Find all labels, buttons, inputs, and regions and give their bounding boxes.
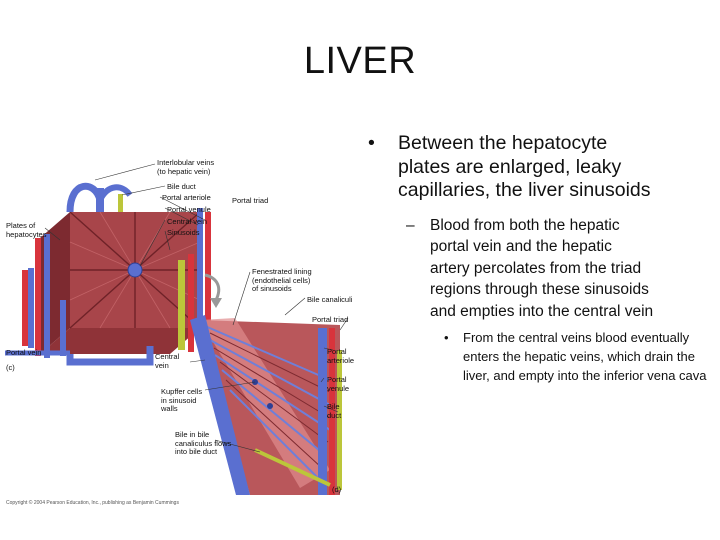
bullet-list: • Between the hepatocyte plates are enla… bbox=[368, 132, 718, 385]
label-interlobular-veins: Interlobular veins bbox=[157, 158, 215, 167]
label-portal-triad-d: Portal triad bbox=[312, 315, 349, 324]
label-portal-arteriole-d: Portal bbox=[327, 347, 347, 356]
liver-lobule-figure: Interlobular veins (to hepatic vein) Bil… bbox=[0, 150, 370, 512]
bullet-level-1: • Between the hepatocyte plates are enla… bbox=[368, 132, 718, 203]
label-fenestrated-lining: Fenestrated lining bbox=[252, 267, 312, 276]
label-portal-venule: Portal venule bbox=[167, 205, 211, 214]
label-bile-duct-d: Bile bbox=[327, 402, 340, 411]
label-kupffer-cells-sub2: walls bbox=[161, 404, 178, 413]
label-portal-arteriole-d-sub: arteriole bbox=[327, 355, 355, 365]
label-interlobular-veins-sub: (to hepatic vein) bbox=[157, 166, 211, 176]
bullet-marker: • bbox=[368, 132, 375, 154]
sinusoid-wedge-d bbox=[190, 315, 342, 495]
label-kupffer-cells: Kupffer cells bbox=[161, 387, 203, 396]
label-central-vein-d-sub: vein bbox=[155, 360, 169, 370]
label-bile-flow-sub2: into bile duct bbox=[175, 447, 218, 456]
bullet-marker-small: • bbox=[444, 330, 449, 345]
label-plates-of-hepatocytes: Plates of bbox=[6, 221, 36, 230]
bullet-1-text: Between the hepatocyte plates are enlarg… bbox=[398, 132, 651, 201]
label-sinusoids: Sinusoids bbox=[167, 228, 200, 237]
label-fenestrated-lining-sub: (endothelial cells) bbox=[252, 275, 311, 285]
slide-title: LIVER bbox=[303, 40, 417, 82]
label-bile-duct: Bile duct bbox=[167, 182, 196, 191]
label-portal-venule-d: Portal bbox=[327, 375, 347, 384]
label-portal-venule-d-sub: venule bbox=[327, 383, 350, 393]
label-panel-d: (d) bbox=[332, 485, 342, 494]
label-portal-arteriole: Portal arteriole bbox=[162, 193, 211, 202]
label-panel-c: (c) bbox=[6, 363, 15, 372]
bullet-level-2: – Blood from both the hepatic portal vei… bbox=[368, 215, 718, 323]
liver-lobule-illustration bbox=[5, 163, 349, 495]
label-bile-duct-d-sub: duct bbox=[327, 410, 342, 420]
label-fenestrated-lining-sub2: of sinusoids bbox=[252, 284, 292, 293]
label-bile-flow-sub: canaliculus flows bbox=[175, 438, 232, 448]
bullet-3-text: From the central veins blood eventually … bbox=[463, 330, 707, 383]
bullet-level-3: • From the central veins blood eventuall… bbox=[368, 328, 718, 385]
dash-marker: – bbox=[406, 216, 415, 234]
bullet-2-text: Blood from both the hepatic portal vein … bbox=[430, 216, 654, 320]
label-central-vein-d: Central bbox=[155, 352, 180, 361]
label-kupffer-cells-sub: in sinusoid bbox=[161, 395, 197, 405]
label-plates-of-hepatocytes-sub: hepatocytes bbox=[6, 229, 47, 239]
label-bile-canaliculi: Bile canaliculi bbox=[307, 295, 353, 304]
label-portal-triad-c: Portal triad bbox=[232, 196, 269, 205]
copyright-notice: Copyright © 2004 Pearson Education, Inc.… bbox=[6, 500, 179, 506]
label-bile-flow: Bile in bile bbox=[175, 430, 210, 439]
label-central-vein: Central vein bbox=[167, 217, 208, 226]
label-portal-vein: Portal vein bbox=[6, 348, 42, 357]
